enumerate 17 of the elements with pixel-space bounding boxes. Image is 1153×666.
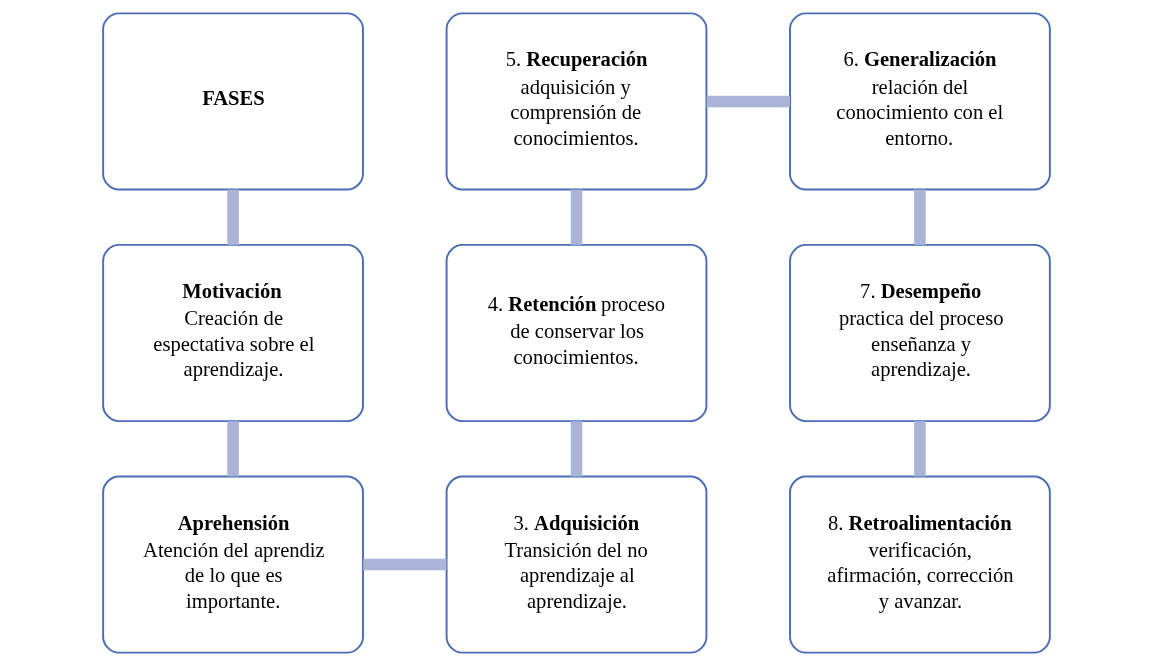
node-box: Aprehensión Atención del aprendiz de lo que es importante.: [102, 475, 364, 654]
node-box: 5. Recuperación adquisición y comprensión de conocimientos.: [445, 12, 708, 191]
node-box: 3. Adquisición Transición del no aprendizaje al aprendizaje.: [445, 475, 708, 654]
connector: [706, 95, 790, 108]
connector: [914, 189, 926, 245]
connector: [227, 421, 239, 477]
node-box: 4. Retención proceso de conservar los conocimientos.: [445, 243, 708, 423]
node-box: 6. Generalización relación del conocimiento con el entorno.: [789, 12, 1051, 191]
node-box: FASES: [102, 12, 364, 191]
connector: [570, 189, 583, 245]
node-box: 7. Desempeño practica del proceso enseñanza y aprendizaje.: [789, 243, 1051, 423]
connector: [914, 421, 926, 477]
connector: [363, 558, 447, 571]
connector: [227, 189, 239, 245]
node-box: 8. Retroalimentación verificación, afirmación, corrección y avanzar.: [789, 475, 1051, 654]
node-box: Motivación Creación de espectativa sobre el aprendizaje.: [102, 243, 364, 423]
connector: [570, 421, 583, 477]
